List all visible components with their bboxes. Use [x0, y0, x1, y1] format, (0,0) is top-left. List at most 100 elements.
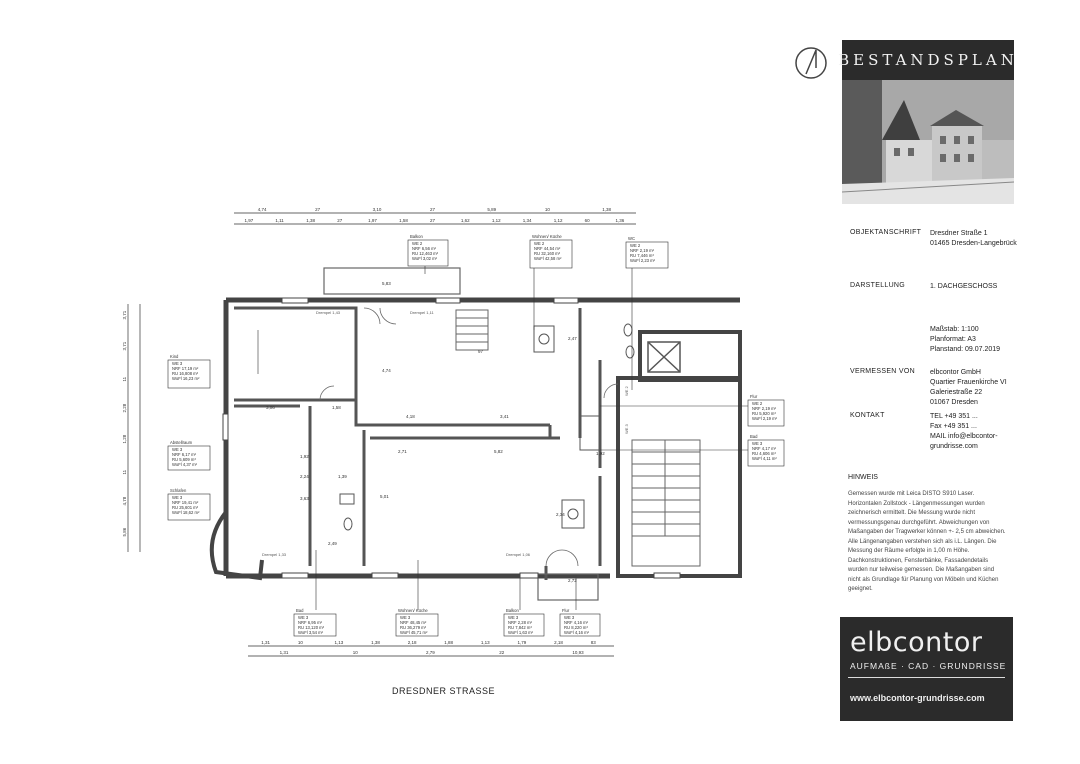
dimension-label: 5,83	[382, 281, 391, 286]
room-value: WoFl 45,71 m²	[400, 630, 428, 635]
kontakt-label: KONTAKT	[850, 412, 885, 419]
dimension-label: 3,06	[266, 405, 275, 410]
darstellung-label: DARSTELLUNG	[850, 282, 906, 289]
dimension-label: 5,86	[122, 527, 127, 536]
room-name: Bad	[296, 608, 304, 613]
dimension-label: 2,28	[122, 403, 127, 412]
balcony-top	[323, 267, 461, 295]
room-value: WE 2	[412, 241, 423, 246]
room-value: WE 2	[534, 241, 545, 246]
dimension-label: 5,82	[494, 449, 503, 454]
room-value: RU 13,120 m³	[298, 625, 325, 630]
room-name: Abstellraum	[170, 440, 193, 445]
address-line1: Dresdner Straße 1	[930, 230, 988, 237]
dimension-label: 1,12	[492, 218, 501, 223]
room-value: WE 3	[752, 441, 763, 446]
surveyor-line1: elbcontor GmbH	[930, 369, 981, 376]
room-name: Balkon	[506, 608, 519, 613]
dimension-label: 83	[591, 640, 597, 645]
room-value: WoFl 3,02 m²	[412, 256, 438, 261]
drempel-label: Drempel 1,33	[262, 552, 287, 557]
room-value: WE 2	[630, 243, 641, 248]
room-value: WoFl 16,23 m²	[172, 376, 200, 381]
dimension-label: 11	[122, 376, 127, 381]
drempel-label: Drempel 1,43	[316, 310, 341, 315]
dimension-label: 1,58	[332, 405, 341, 410]
drempel-label: Drempel 1,11	[410, 310, 434, 315]
dimension-label: 1,11	[275, 218, 284, 223]
sheet-title: BESTANDSPLAN	[838, 40, 1014, 80]
plan-format: Planformat: A3	[930, 336, 976, 343]
contact-mail: MAIL info@elbcontor-	[930, 433, 998, 440]
unit-label: WE 3	[624, 423, 629, 434]
interior-walls	[234, 306, 602, 580]
room-value: WoFl 42,58 m²	[534, 256, 562, 261]
dimension-label: 1,31	[261, 640, 270, 645]
dimension-label: 1,13	[481, 640, 490, 645]
room-value: RU 7,842 m³	[508, 625, 532, 630]
dimension-label: 1,28	[122, 434, 127, 443]
room-value: NRF 44,54 m²	[534, 246, 561, 251]
address-line2: 01465 Dresden-Langebrück	[930, 240, 1017, 247]
bay-window	[209, 510, 264, 581]
dimension-label: 5,89	[487, 207, 496, 212]
surveyor-line4: 01067 Dresden	[930, 399, 978, 406]
dimension-label: 10	[353, 650, 359, 655]
dimension-label: 3,71	[122, 310, 127, 319]
windows	[222, 297, 681, 579]
dimension-label: 10	[545, 207, 551, 212]
dimension-label: 2,18	[408, 640, 417, 645]
room-value: NRF 4,17 m²	[752, 446, 777, 451]
room-value: WE 3	[564, 615, 575, 620]
room-value: RU 25,601 m³	[172, 505, 199, 510]
brand-url: www.elbcontor-grundrisse.com	[850, 693, 985, 703]
plan-date: Planstand: 09.07.2019	[930, 346, 1001, 353]
brand-name: elbcontor	[850, 627, 983, 658]
drempel-label: Drempel 1,06	[506, 552, 531, 557]
right-wall	[616, 376, 742, 578]
room-name: Flur	[750, 394, 758, 399]
hinweis-text: Gemessen wurde mit Leica DISTO S910 Lase…	[848, 491, 1006, 592]
surveyor-line2: Quartier Frauenkirche VI	[930, 379, 1007, 386]
brand-tagline: AUFMAßE · CAD · GRUNDRISSE	[850, 661, 1007, 671]
dimension-label: 2,47	[568, 336, 577, 341]
dimension-label: 1,38	[371, 640, 380, 645]
room-value: RU 7,446 m³	[630, 253, 654, 258]
room-value: NRF 2,19 m²	[752, 406, 777, 411]
room-name: Kind	[170, 354, 179, 359]
vermessen-label: VERMESSEN VON	[850, 368, 915, 375]
darstellung-value: 1. DACHGESCHOSS	[930, 283, 998, 290]
room-value: RU 8,220 m³	[564, 625, 588, 630]
room-value: NRF 6,17 m²	[172, 452, 197, 457]
room-value: WoFl 18,62 m²	[172, 510, 200, 515]
room-value: NRF 4,16 m²	[564, 620, 589, 625]
drempel-labels: Drempel 1,43 Drempel 1,11 Drempel 1,33 D…	[262, 310, 629, 557]
dimension-label: 1,31	[280, 650, 289, 655]
dimension-label: 10	[298, 640, 304, 645]
dimension-label: 1,13	[335, 640, 344, 645]
surveyor-line3: Galeriestraße 22	[930, 389, 983, 396]
room-value: NRF 6,56 m²	[412, 246, 437, 251]
room-value: NRF 2,19 m²	[630, 248, 655, 253]
balcony-bottom	[537, 573, 599, 601]
room-name: Wohnen/ Küche	[398, 608, 428, 613]
dimension-label: 11	[122, 469, 127, 474]
sanitary	[339, 323, 635, 531]
brand-box: elbcontor AUFMAßE · CAD · GRUNDRISSE www…	[840, 617, 1013, 721]
kitchen-fixtures	[533, 325, 585, 529]
dimension-label: 4,74	[382, 368, 391, 373]
dimension-label: 1,62	[461, 218, 470, 223]
room-value: RU 5,609 m³	[172, 457, 196, 462]
room-name: WC	[628, 236, 635, 241]
contact-fax: Fax +49 351 ...	[930, 423, 977, 430]
building-photo	[842, 80, 1014, 204]
dimension-label: 2,24	[300, 474, 309, 479]
room-name: Wohnen/ Küche	[532, 234, 562, 239]
objektanschrift-label: OBJEKTANSCHRIFT	[850, 229, 922, 236]
dimension-label: 1,34	[523, 218, 532, 223]
dimension-label: 2,34	[556, 512, 565, 517]
staircase	[455, 309, 701, 567]
room-value: WE 3	[298, 615, 309, 620]
